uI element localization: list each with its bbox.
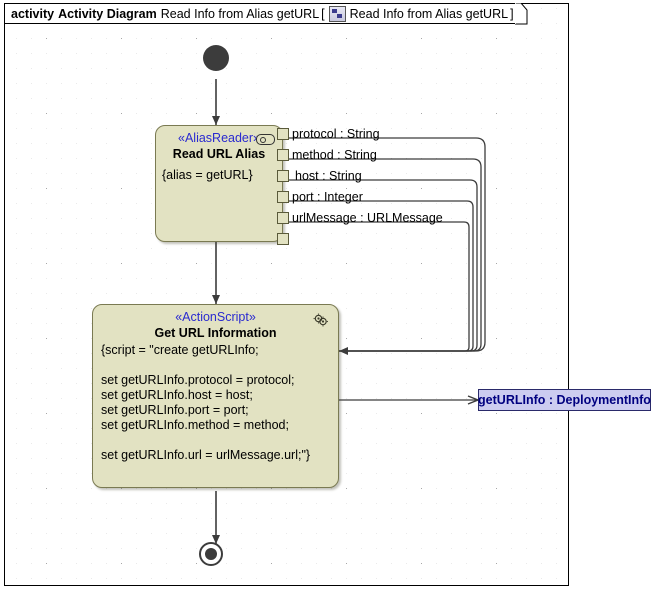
output-pin-method[interactable] (277, 149, 289, 161)
output-pin-label-host: host : String (295, 169, 362, 183)
frame-header: activity Activity Diagram Read Info from… (4, 3, 516, 24)
activity-diagram-icon (328, 5, 346, 22)
action-body: {script = "create getURLInfo; set getURL… (101, 343, 311, 462)
initial-node[interactable] (203, 45, 229, 71)
frame-qualified-name: Read Info from Alias getURL (349, 6, 509, 21)
frame-keyword: activity (11, 6, 55, 21)
action-stereotype: «ActionScript» (175, 310, 256, 324)
bracket-close: ] (510, 6, 514, 21)
output-pin-port[interactable] (277, 191, 289, 203)
action-name: Read URL Alias (172, 147, 266, 161)
activity-diagram-frame (4, 3, 569, 586)
action-read-url-alias[interactable]: «AliasReader» Read URL Alias {alias = ge… (155, 125, 283, 242)
activity-final-node[interactable] (199, 542, 223, 566)
output-pin-host[interactable] (277, 170, 289, 182)
output-pin-urlmessage[interactable] (277, 212, 289, 224)
output-pin-label-urlmessage: urlMessage : URLMessage (292, 211, 443, 225)
action-name: Get URL Information (154, 326, 277, 340)
action-body: {alias = getURL} (162, 168, 253, 182)
object-node-geturlinfo[interactable]: getURLInfo : DeploymentInfo (478, 389, 651, 411)
output-pin-label-protocol: protocol : String (292, 127, 380, 141)
output-pin-extra[interactable] (277, 233, 289, 245)
frame-header-notch (515, 3, 528, 25)
pin-stereotype-icon (256, 134, 275, 145)
output-pin-protocol[interactable] (277, 128, 289, 140)
frame-name: Read Info from Alias getURL (160, 6, 320, 21)
output-pin-label-method: method : String (292, 148, 377, 162)
connector-layer (212, 79, 486, 544)
action-get-url-information[interactable]: «ActionScript» Get URL Information {scri… (92, 304, 339, 488)
action-stereotype: «AliasReader» (178, 131, 260, 145)
frame-kind: Activity Diagram (58, 6, 157, 21)
script-gears-icon (313, 313, 328, 327)
bracket-open: [ (321, 6, 325, 21)
output-pin-label-port: port : Integer (292, 190, 363, 204)
